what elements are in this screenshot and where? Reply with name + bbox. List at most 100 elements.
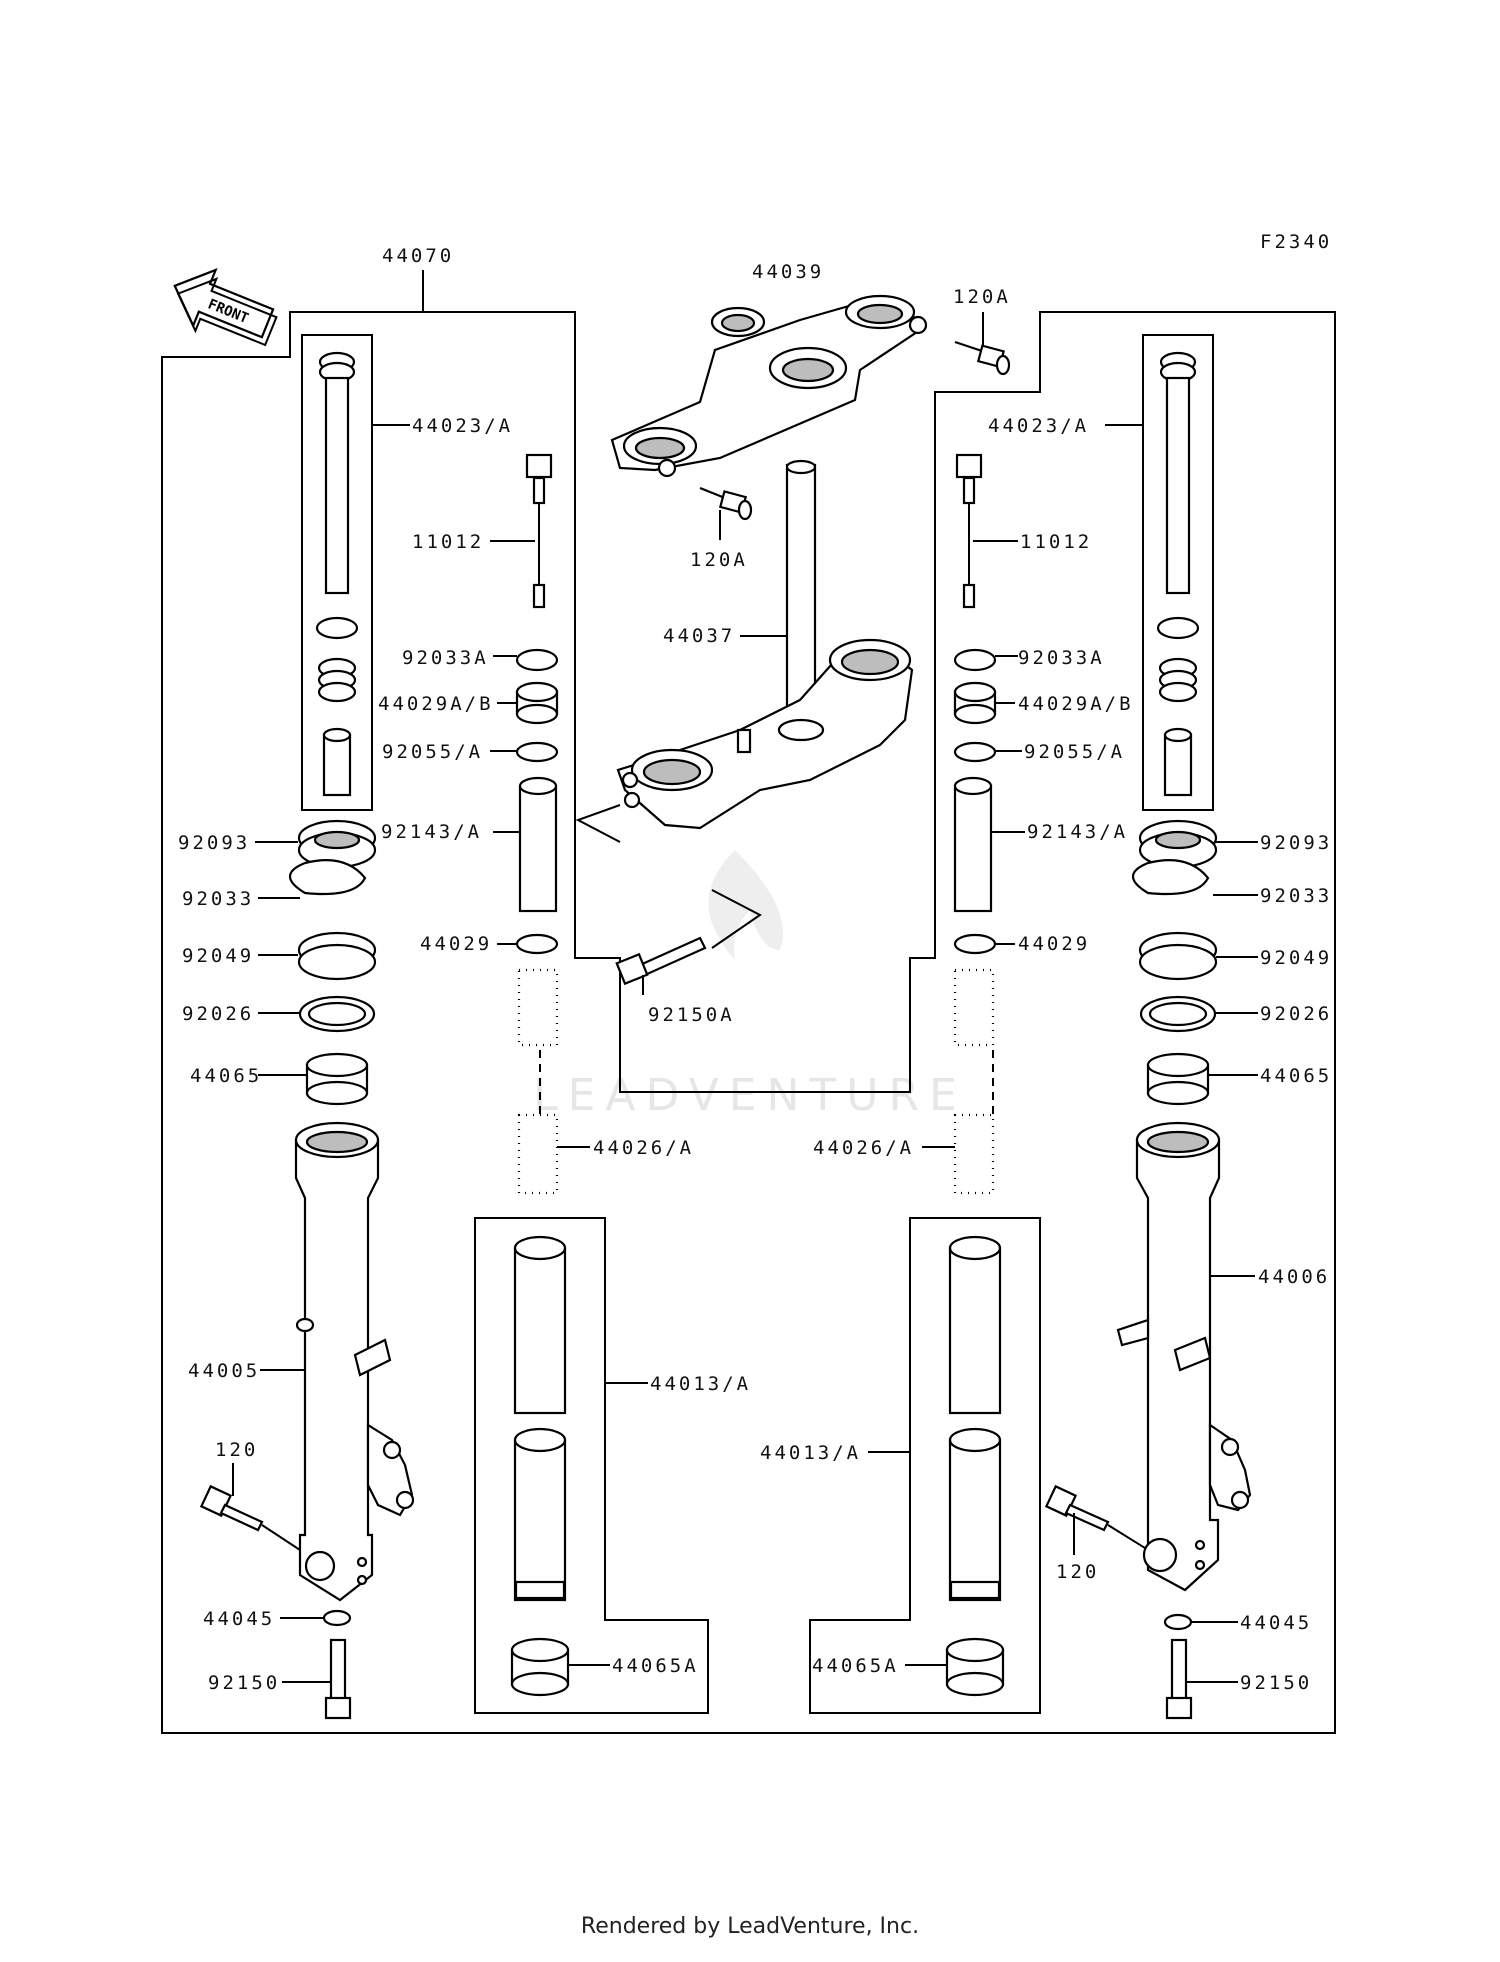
right-cartridge-box — [1142, 334, 1214, 811]
label-120-left: 120 — [215, 1439, 258, 1461]
label-92143A-right: 92143/A — [1027, 821, 1128, 843]
label-44026A-left: 44026/A — [593, 1137, 694, 1159]
left-washer-44029 — [515, 933, 559, 955]
bolt-120A-top — [954, 340, 1011, 376]
label-44029AB-right: 44029A/B — [1018, 693, 1134, 715]
label-44029AB-left: 44029A/B — [378, 693, 494, 715]
right-rod-44023A — [1156, 351, 1200, 797]
label-44065A-left: 44065A — [612, 1655, 699, 1677]
label-92026-right: 92026 — [1260, 1003, 1332, 1025]
label-92049-left: 92049 — [182, 945, 254, 967]
label-92033A-left: 92033A — [402, 647, 489, 669]
watermark-text: LEADVENTURE — [533, 1070, 967, 1121]
left-clip-92033 — [288, 859, 367, 896]
left-rod-44023A — [315, 351, 359, 797]
right-spacer-92143A — [953, 776, 993, 913]
bolt-92150A — [615, 936, 707, 986]
right-washer-44045 — [1163, 1613, 1193, 1631]
label-92143A-left: 92143/A — [381, 821, 482, 843]
label-44065A-right: 44065A — [812, 1655, 899, 1677]
left-adjuster-11012 — [525, 453, 553, 609]
left-inner-tube-44013A — [513, 1235, 567, 1602]
right-washer-92026 — [1139, 995, 1217, 1033]
left-bushing-44065 — [305, 1052, 369, 1106]
bolt-120A-mid — [699, 486, 753, 521]
label-44029-right: 44029 — [1018, 933, 1090, 955]
left-outer-tube-44005 — [294, 1121, 415, 1602]
left-piston-44029AB — [515, 681, 559, 725]
label-44029-left: 44029 — [420, 933, 492, 955]
label-92150-right: 92150 — [1240, 1672, 1312, 1694]
label-92093-left: 92093 — [178, 832, 250, 854]
watermark-flame-icon — [708, 850, 783, 960]
right-clip-92033 — [1131, 859, 1210, 896]
label-11012-left: 11012 — [412, 531, 484, 553]
front-arrow-icon: FRONT — [173, 268, 278, 347]
left-ring-92033A — [515, 648, 559, 672]
left-inner-tube-box — [474, 1217, 709, 1714]
left-cartridge-box — [301, 334, 373, 811]
right-bushing-44065A — [945, 1637, 1005, 1697]
label-92150A: 92150A — [648, 1004, 735, 1026]
right-spring-44026A — [953, 968, 995, 1195]
label-44065-right: 44065 — [1260, 1065, 1332, 1087]
label-120A-top: 120A — [953, 286, 1011, 308]
right-adjuster-11012 — [955, 453, 983, 609]
left-bushing-44065A — [510, 1637, 570, 1697]
label-44065-left: 44065 — [190, 1065, 262, 1087]
right-piston-44029AB — [953, 681, 997, 725]
bolt-guide-line — [711, 889, 762, 949]
bolt-guide-120-left — [261, 1524, 301, 1551]
label-92033-left: 92033 — [182, 888, 254, 910]
left-washer-92026 — [298, 995, 376, 1033]
label-44070: 44070 — [382, 245, 454, 267]
label-44039: 44039 — [752, 261, 824, 283]
label-120A-mid: 120A — [690, 549, 748, 571]
right-ring-92033A — [953, 648, 997, 672]
right-inner-tube-44013A — [948, 1235, 1002, 1602]
right-dust-seal-92093 — [1138, 819, 1218, 869]
right-bolt-92150 — [1165, 1638, 1193, 1720]
right-bushing-44065 — [1146, 1052, 1210, 1106]
label-92033A-right: 92033A — [1018, 647, 1105, 669]
part-labels: 44070 44039 120A 120A 44023/A 44023/A 11… — [178, 245, 1332, 1694]
label-11012-right: 11012 — [1020, 531, 1092, 553]
right-bolt-120 — [1044, 1484, 1110, 1532]
label-44023A-left: 44023/A — [412, 415, 513, 437]
assembly-outline — [161, 311, 1336, 1734]
label-92150-left: 92150 — [208, 1672, 280, 1694]
label-92055A-right: 92055/A — [1024, 741, 1125, 763]
label-92033-right: 92033 — [1260, 885, 1332, 907]
steering-stem-44037 — [616, 459, 914, 830]
right-outer-tube-44006 — [1116, 1121, 1252, 1592]
left-bolt-120 — [199, 1484, 264, 1532]
label-44045-left: 44045 — [203, 1608, 275, 1630]
right-oil-seal-92049 — [1138, 931, 1218, 981]
label-44023A-right: 44023/A — [988, 415, 1089, 437]
left-spring-44026A — [517, 968, 559, 1195]
label-92049-right: 92049 — [1260, 947, 1332, 969]
watermark: LEADVENTURE — [533, 850, 967, 1121]
label-44005: 44005 — [188, 1360, 260, 1382]
left-dust-seal-92093 — [297, 819, 377, 869]
bolt-guide-120-right — [1107, 1524, 1146, 1549]
left-bolt-92150 — [324, 1638, 352, 1720]
stem-guide-line — [575, 804, 621, 843]
left-washer-44045 — [322, 1609, 352, 1627]
right-oring-92055A — [953, 741, 997, 763]
label-92093-right: 92093 — [1260, 832, 1332, 854]
footer-credit: Rendered by LeadVenture, Inc. — [580, 1914, 920, 1939]
label-44013A-right: 44013/A — [760, 1442, 861, 1464]
label-92026-left: 92026 — [182, 1003, 254, 1025]
left-oil-seal-92049 — [297, 931, 377, 981]
label-92055A-left: 92055/A — [382, 741, 483, 763]
label-120-right: 120 — [1056, 1561, 1099, 1583]
label-44026A-right: 44026/A — [813, 1137, 914, 1159]
upper-bracket-44039 — [610, 294, 928, 478]
right-washer-44029 — [953, 933, 997, 955]
label-44037: 44037 — [663, 625, 735, 647]
right-inner-tube-box — [809, 1217, 1041, 1714]
label-44045-right: 44045 — [1240, 1612, 1312, 1634]
left-oring-92055A — [515, 741, 559, 763]
